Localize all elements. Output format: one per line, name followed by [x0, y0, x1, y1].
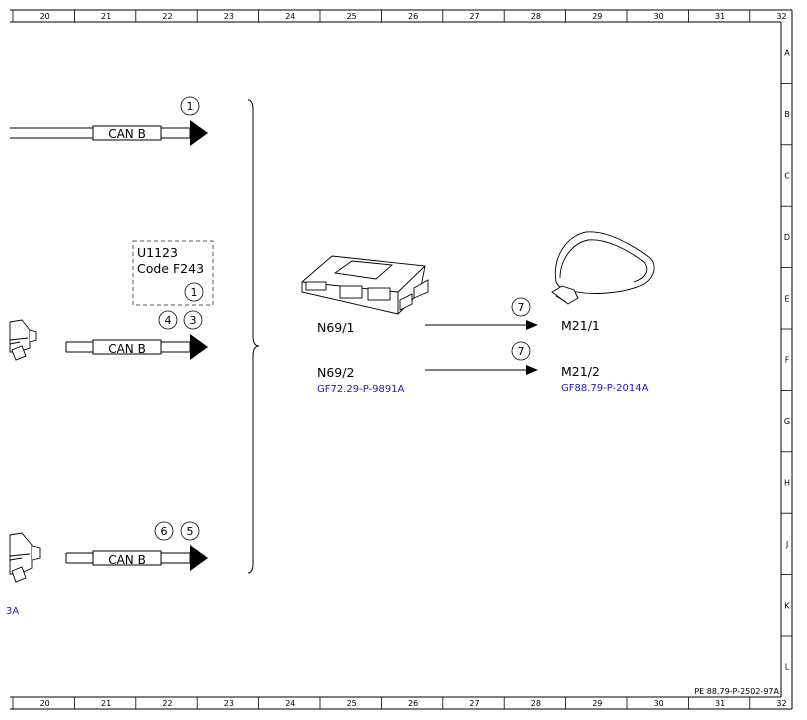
group-brace — [247, 99, 260, 574]
can-bus-label: CAN B — [108, 342, 146, 356]
row-label: F — [785, 356, 790, 365]
svg-text:1: 1 — [191, 286, 198, 299]
drawing-frame — [10, 9, 793, 710]
arrow-head-icon — [526, 365, 538, 375]
can-bus-label-box — [92, 550, 162, 566]
can-bus-1: CAN B 1 — [10, 96, 208, 146]
column-label: 24 — [285, 12, 295, 21]
column-label: 22 — [162, 699, 172, 708]
row-label: C — [784, 172, 790, 181]
row-label: L — [785, 663, 790, 672]
document-reference: PE 88.79-P-2502-97A — [694, 687, 779, 696]
row-label: G — [784, 417, 790, 426]
svg-text:6: 6 — [161, 525, 168, 538]
control-unit-partial-icon — [9, 319, 37, 361]
callout-bubble: 5 — [180, 521, 200, 541]
can-bus-label: CAN B — [108, 127, 146, 141]
row-label: E — [784, 294, 789, 303]
row-label: D — [784, 233, 790, 242]
column-label: 26 — [408, 699, 418, 708]
row-label: B — [784, 110, 790, 119]
fault-code-id: U1123 — [137, 245, 178, 260]
column-label: 28 — [531, 699, 541, 708]
column-label: 22 — [162, 12, 172, 21]
callout-bubble: 7 — [511, 341, 531, 361]
column-label: 31 — [715, 12, 725, 21]
component-m21-1: M21/1 — [561, 318, 600, 333]
svg-text:1: 1 — [187, 100, 194, 113]
fault-code-box: U1123 Code F243 1 — [132, 240, 214, 306]
control-unit-partial-icon — [9, 532, 41, 583]
column-label: 26 — [408, 12, 418, 21]
row-label: A — [784, 49, 790, 58]
svg-text:7: 7 — [518, 301, 525, 314]
can-bus-3: CAN B 6 5 — [65, 521, 208, 571]
column-label: 29 — [592, 699, 602, 708]
ref-link-m21[interactable]: GF88.79-P-2014A — [561, 383, 649, 394]
arrow-head-icon — [190, 120, 208, 146]
callout-bubble: 1 — [180, 96, 200, 116]
callout-bubble: 4 — [158, 310, 178, 330]
component-n69-1: N69/1 — [317, 320, 354, 335]
fault-code-text: Code F243 — [137, 261, 204, 276]
column-label: 25 — [347, 12, 357, 21]
signal-arrow-1: 7 — [425, 297, 538, 330]
side-mirror-icon — [551, 231, 655, 305]
component-n69-2: N69/2 — [317, 365, 354, 380]
arrow-head-icon — [190, 334, 208, 360]
signal-arrow-2: 7 — [425, 341, 538, 375]
column-label: 21 — [101, 699, 111, 708]
left-fragment-ref: 3A — [6, 606, 19, 617]
can-bus-label-box — [92, 125, 162, 141]
component-m21-2: M21/2 — [561, 364, 600, 379]
column-label: 27 — [469, 699, 479, 708]
column-label: 28 — [531, 12, 541, 21]
column-label: 30 — [654, 12, 664, 21]
row-label: K — [784, 601, 790, 610]
svg-text:4: 4 — [165, 314, 172, 327]
column-label: 20 — [40, 699, 50, 708]
can-bus-label: CAN B — [108, 553, 146, 567]
column-label: 29 — [592, 12, 602, 21]
callout-bubble: 6 — [154, 521, 174, 541]
callout-bubble: 7 — [511, 297, 531, 317]
column-label: 30 — [654, 699, 664, 708]
svg-text:7: 7 — [518, 345, 525, 358]
svg-text:3: 3 — [190, 314, 197, 327]
row-ruler: A B C D E F G H J K L — [781, 49, 792, 672]
door-control-module-icon — [301, 255, 429, 315]
arrow-head-icon — [526, 320, 538, 330]
column-label: 32 — [776, 699, 786, 708]
column-label: 27 — [469, 12, 479, 21]
can-bus-2: CAN B 4 3 — [65, 310, 208, 360]
arrow-head-icon — [190, 545, 208, 571]
column-label: 21 — [101, 12, 111, 21]
svg-text:5: 5 — [187, 525, 194, 538]
row-label: H — [784, 479, 790, 488]
column-label: 20 — [40, 12, 50, 21]
column-label: 24 — [285, 699, 295, 708]
column-label: 23 — [224, 699, 234, 708]
column-label: 32 — [776, 12, 786, 21]
can-bus-label-box — [92, 339, 162, 355]
ref-link-n69[interactable]: GF72.29-P-9891A — [317, 384, 405, 395]
column-ruler: 20 20 21 21 22 22 23 23 24 24 25 25 26 26 27 27 28 28 29 29… — [12, 10, 787, 709]
column-label: 31 — [715, 699, 725, 708]
callout-bubble: 1 — [184, 282, 204, 302]
row-label: J — [785, 540, 788, 549]
column-label: 25 — [347, 699, 357, 708]
column-label: 23 — [224, 12, 234, 21]
callout-bubble: 3 — [183, 310, 203, 330]
